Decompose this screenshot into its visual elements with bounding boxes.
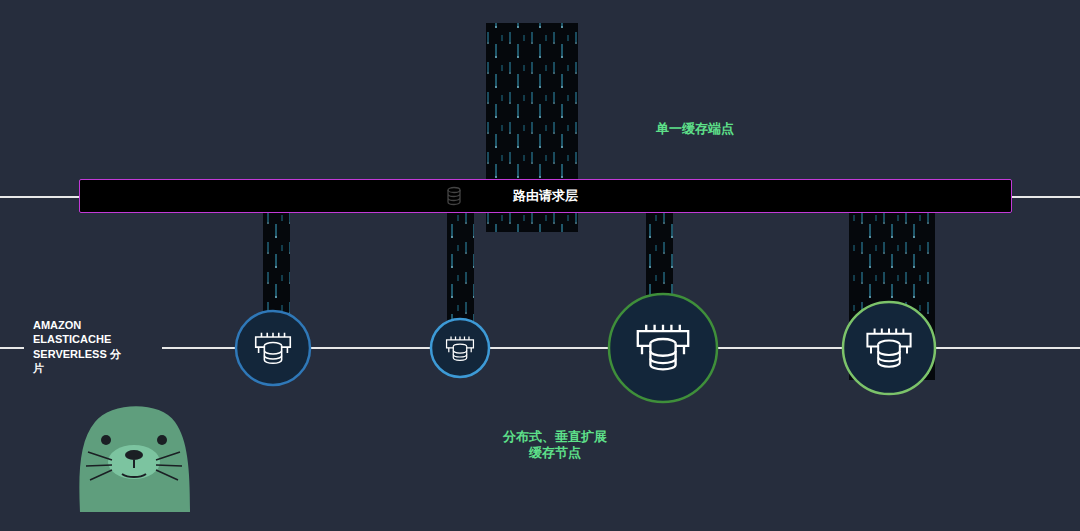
service-label: AMAZON ELASTICACHE SERVERLESS 分片 — [33, 318, 125, 375]
routing-layer-bar: 路由请求层 — [79, 179, 1012, 213]
database-icon — [446, 186, 462, 206]
layer-title: 路由请求层 — [513, 187, 578, 205]
annotation-label: 单一缓存端点 — [620, 121, 770, 138]
annotation-label: 分布式、垂直扩展 缓存节点 — [500, 429, 610, 462]
